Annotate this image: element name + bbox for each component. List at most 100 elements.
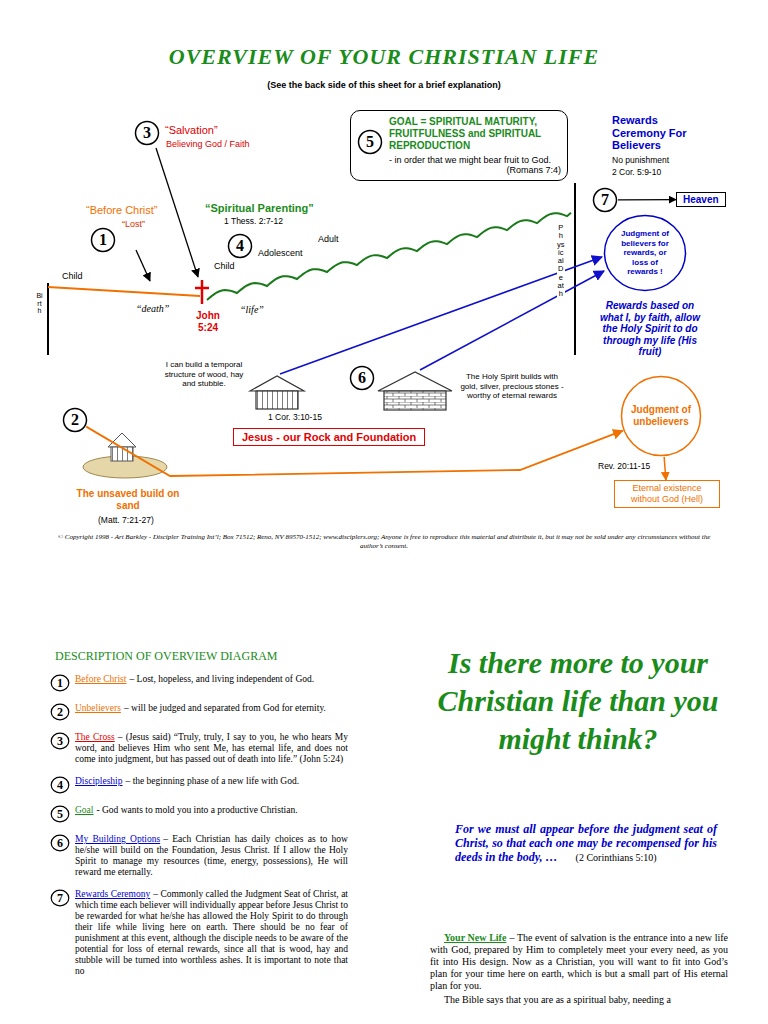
- callout-number: 4: [50, 776, 70, 794]
- body-block: Your New Life– The event of salvation is…: [430, 932, 728, 1006]
- death-bar: [574, 183, 576, 355]
- node-text: Jesus - our Rock and Foundation: [242, 431, 416, 443]
- reward-arrow: [280, 257, 602, 374]
- term: The Cross: [75, 732, 115, 742]
- description-item: 1Before Christ– Lost, hopeless, and livi…: [50, 674, 348, 692]
- node-text: 3: [143, 124, 151, 142]
- node-outline: [594, 189, 617, 212]
- term: Goal: [75, 805, 93, 815]
- callout-number: 6: [50, 834, 70, 852]
- section-heading: DESCRIPTION OF OVERVIEW DIAGRAM: [55, 650, 278, 664]
- description-text: Goal- God wants to mold you into a produ…: [75, 805, 348, 816]
- description-item: 2Unbelievers– will be judged and separat…: [50, 703, 348, 721]
- node-outline: [136, 122, 159, 145]
- term: Discipleship: [75, 776, 123, 786]
- stage-label: “Before Christ”: [86, 204, 158, 217]
- node-text: - in order that we might bear fruit to G…: [389, 155, 561, 165]
- cross: [201, 280, 204, 304]
- callout-number: 3: [50, 732, 70, 750]
- stage-note: No punishment: [612, 156, 669, 166]
- axis-label: Birth: [36, 292, 43, 315]
- description: - God wants to mold you into a productiv…: [96, 805, 297, 815]
- description-item: 6 My Building Options– Each Christian has…: [50, 834, 348, 878]
- node-text: Eternal existence without God (Hell): [619, 483, 715, 505]
- quote-block: For we must all appear before the judgme…: [455, 822, 717, 865]
- sand-hut: [111, 447, 133, 461]
- brick-house: [384, 391, 446, 410]
- verse-ref: John 5:24: [188, 310, 228, 333]
- reward-note: Rewards based on what I, by faith, allow…: [598, 300, 702, 358]
- line-label: “death”: [136, 303, 169, 315]
- node-outline: [622, 377, 701, 456]
- node-text: 4: [236, 237, 244, 255]
- node-outline: [351, 367, 374, 390]
- life-stage: Child: [62, 271, 83, 281]
- connector: [618, 199, 676, 201]
- building-note: I can build a temporal structure of wood…: [163, 360, 245, 389]
- stage-label: “Spiritual Parenting”: [205, 202, 314, 215]
- node-text: 5: [366, 133, 374, 151]
- node-outline: [51, 704, 69, 720]
- node-text: 2: [71, 411, 79, 429]
- description: – (Jesus said) “Truly, truly, I say to y…: [75, 732, 348, 764]
- callout-number: 7: [592, 187, 618, 213]
- node-outline: [51, 806, 69, 822]
- wood-hut: [256, 391, 298, 409]
- stage-label: Rewards Ceremony For Believers: [612, 114, 708, 152]
- stage-note: Believing God / Faith: [166, 139, 250, 149]
- node-text: 3: [57, 734, 63, 749]
- term: Unbelievers: [75, 703, 121, 713]
- heaven-box: Heaven: [676, 192, 726, 207]
- growth-line: [207, 213, 571, 300]
- node-text: 1: [99, 231, 107, 249]
- callout-number: 3: [134, 120, 160, 146]
- term: Your New Life: [444, 932, 506, 943]
- description-text: Discipleship– the beginning phase of a n…: [75, 776, 348, 787]
- node-outline: [92, 229, 115, 252]
- node-outline: [51, 890, 69, 906]
- node-text: 5: [57, 807, 63, 822]
- copyright: © Copyright 1998 - Art Barkley - Discipl…: [50, 533, 718, 550]
- reward-arrow: [420, 271, 604, 370]
- description-item: 3 The Cross– (Jesus said) “Truly, truly, …: [50, 732, 348, 765]
- callout-number: 2: [50, 703, 70, 721]
- life-stage: Child: [214, 261, 235, 271]
- node-text: (Romans 7:4): [389, 165, 561, 175]
- subtitle: (See the back side of this sheet for a b…: [0, 80, 768, 90]
- foundation-box: Jesus - our Rock and Foundation: [233, 428, 425, 446]
- callout-number: 6: [349, 365, 375, 391]
- title: OVERVIEW OF YOUR CHRISTIAN LIFE: [0, 44, 768, 69]
- axis-label: Physical Death: [557, 224, 565, 298]
- cross: [195, 287, 209, 290]
- callout-number: 2: [62, 407, 88, 433]
- callout-number: 7: [50, 889, 70, 907]
- description-text: My Building Options– Each Christian has …: [75, 834, 348, 878]
- stage-note: “Lost”: [122, 219, 145, 229]
- connector: [664, 457, 666, 480]
- node-outline: [64, 409, 87, 432]
- node-text: Judgment of believers for rewards, or lo…: [616, 229, 674, 277]
- node-text: 1: [57, 676, 63, 691]
- description-item: 5 Goal- God wants to mold you into a prod…: [50, 805, 348, 823]
- hell-box: Eternal existence without God (Hell): [614, 480, 720, 508]
- description-item: 7Rewards Ceremony– Commonly called the J…: [50, 889, 348, 977]
- life-stage: Adult: [318, 234, 339, 244]
- callout-number: 5: [50, 805, 70, 823]
- verse-ref: (2 Corinthians 5:10): [576, 852, 657, 863]
- building-note: The Holy Spirit builds with gold, silver…: [458, 372, 566, 401]
- callout-number: 4: [227, 233, 253, 259]
- line-label: “life”: [240, 304, 264, 316]
- node-outline: [605, 216, 686, 291]
- birth-bar: [47, 283, 49, 355]
- description: – Commonly called the Judgment Seat of C…: [75, 889, 348, 976]
- node-outline: [359, 131, 382, 154]
- verse-ref: 1 Thess. 2:7-12: [224, 217, 283, 227]
- description-list: 1Before Christ– Lost, hopeless, and livi…: [50, 674, 348, 988]
- term: My Building Options: [75, 834, 160, 844]
- sand-hut: [108, 433, 136, 447]
- pointer-arrow: [156, 148, 198, 277]
- node-text: Heaven: [683, 194, 719, 205]
- node-outline: [51, 777, 69, 793]
- node-outline: [229, 235, 252, 258]
